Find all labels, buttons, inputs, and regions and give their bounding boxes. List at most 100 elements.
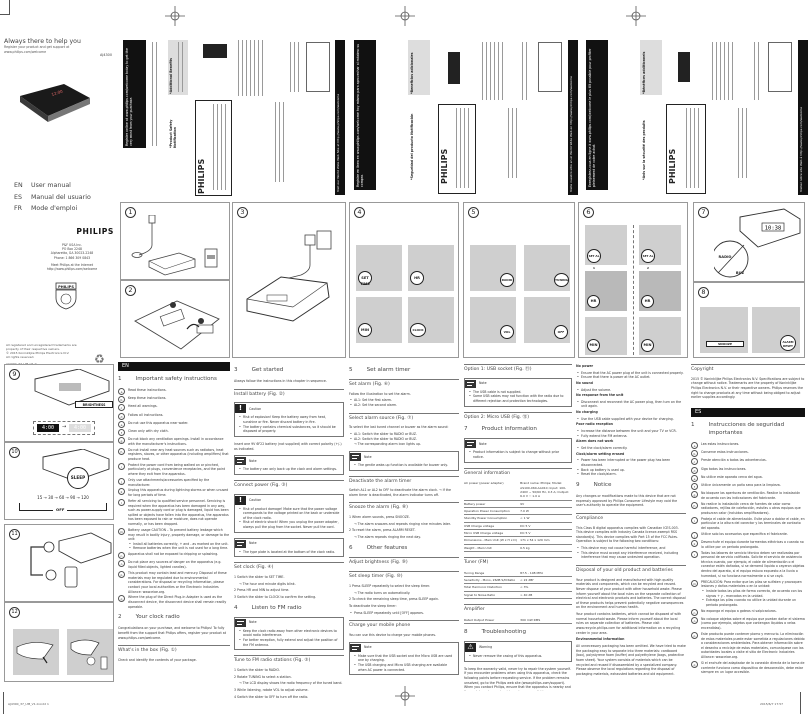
figure-number: 2 — [125, 285, 136, 296]
figure-6: 6 SET AL 1 SET AL 2 HR HR MIN MIN — [578, 202, 688, 358]
usb-charging-illustration — [30, 532, 112, 588]
tuning-knob-label: TUNING — [554, 273, 569, 287]
note-icon — [235, 618, 246, 627]
micro-usb-illustration — [16, 639, 108, 670]
set-time-label: SET TIME — [358, 271, 372, 286]
table-row: Standby Power Consumption< 1 W — [464, 514, 572, 523]
copyright-heading: Copyright — [691, 364, 805, 374]
address-block: P&F USA Inc. PO Box 2248 Alpharetta, GA … — [46, 243, 98, 271]
safety-notification-heading: *Product Safety Notification — [169, 119, 177, 148]
caution-icon: ! — [235, 495, 246, 505]
print-slug-right: 2015/6/7 17:57 — [760, 702, 784, 706]
svg-text:PHILIPS: PHILIPS — [58, 285, 74, 289]
set-alarm-heading: Set alarm (Fig. ⑥) — [349, 379, 459, 389]
cover-page: Always there to help you Register your p… — [4, 38, 114, 366]
whats-in-box-heading: What's in the box (Fig. ①) — [118, 645, 230, 655]
general-info-heading: General information — [464, 467, 572, 478]
buzzer-label: BUZ — [735, 271, 745, 275]
register-url[interactable]: www.philips.com/welcome — [4, 49, 47, 54]
table-row: AC power (power adapter)Brand name: Phil… — [464, 480, 572, 501]
connect-power-heading: Connect power (Fig. ③) — [234, 479, 344, 490]
register-line: Register your product and get support at — [4, 45, 70, 50]
registration-mark-icon — [395, 686, 415, 706]
caution-box: !Caution Risk of product damage! Make su… — [234, 493, 344, 533]
deactivate-alarm-heading: Deactivate the alarm timer — [349, 475, 459, 486]
note-icon — [465, 379, 476, 388]
note-icon — [465, 440, 476, 449]
note-icon — [350, 452, 361, 461]
registration-mark-icon — [165, 6, 185, 26]
display-comparison — [33, 421, 95, 435]
safety-notification-heading: *Seguridad del producto Notificación — [410, 113, 414, 180]
usb-socket-heading: Option 1: USB socket (Fig. ⑪) — [464, 364, 572, 374]
philips-logo-text: PHILIPS — [197, 158, 206, 194]
note-box: Note Keep the clock radio away from othe… — [234, 616, 344, 651]
registration-mark-icon — [395, 6, 415, 26]
figure-number: 11 — [9, 529, 20, 540]
column-product-info: Option 1: USB socket (Fig. ⑪) Note The U… — [464, 362, 572, 693]
figure-7: 7 10:38 RADIO BUZ — [693, 202, 805, 282]
svg-text:10:38: 10:38 — [765, 226, 782, 232]
arrow-icon: → — [62, 424, 67, 430]
brightness-button-label: BRIGHTNESS — [75, 401, 113, 408]
snooze-button-label: SNOOZE — [706, 341, 744, 347]
figure-3: 3 — [232, 202, 346, 358]
figure-5: 5 RADIO TUNING VOL OFF — [463, 202, 575, 358]
tuner-heading: Tuner (FM) — [464, 557, 572, 567]
hr-button-label: HR — [410, 271, 424, 285]
additional-benefits-heading: *Beneficios adicionales — [410, 52, 414, 95]
column-troubleshooting: No power Ensure that the AC power plug o… — [576, 362, 686, 678]
figure-number: 9 — [9, 369, 20, 380]
note-box: Note The gentle wake-up function is avai… — [349, 450, 459, 471]
register-header: Register online at www.philips.com/welco… — [125, 48, 133, 146]
battery-install-illustration — [134, 300, 220, 350]
figure-11: 11 — [4, 524, 114, 602]
philips-shield-icon: PHILIPS — [55, 282, 77, 310]
note-icon — [235, 539, 246, 548]
note-box: Note The USB cable is not supplied.Some … — [464, 377, 572, 407]
note-icon — [235, 457, 246, 466]
off-label: OFF — [53, 507, 68, 512]
legal-text: All registered and unregistered trademar… — [6, 343, 77, 366]
table-row: Dimensions - Main Unit (W x H x D)171 x … — [464, 536, 572, 545]
note-box: Note The battery can only back up the cl… — [234, 455, 344, 475]
philips-logo-text: PHILIPS — [440, 148, 449, 184]
amplifier-heading: Amplifier — [464, 604, 572, 614]
svg-text:12:00: 12:00 — [51, 88, 64, 96]
website-footer-bar: Visit our World Wide Web Site at http://… — [336, 93, 340, 192]
alarm-source-heading: Select alarm source (Fig. ⑦) — [349, 412, 459, 423]
register-header: Enregistrez-vous en ligne à www.philips.… — [588, 48, 596, 187]
figure-number: 1 — [125, 207, 136, 218]
clock-radio-with-adapter-illustration — [131, 215, 218, 276]
sleep-button-label: SLEEP — [67, 467, 89, 489]
note-icon — [350, 643, 361, 652]
philips-logo-text: PHILIPS — [76, 227, 114, 236]
alarm-source-illustration: 10:38 — [714, 208, 801, 278]
philips-logo-text: PHILIPS — [668, 148, 677, 184]
safety-notification-heading: *Avis sur la sécurité des produits — [642, 120, 646, 180]
warning-box: ⚠Warning Never remove the casing of this… — [464, 641, 572, 662]
hr-button-label: HR — [587, 295, 600, 308]
disposal-heading: Disposal of your old product and batteri… — [576, 564, 686, 575]
min-button-label: MIN — [587, 339, 600, 352]
charge-phone-heading: Charge your mobile phone — [349, 620, 459, 630]
registration-mark-icon — [626, 6, 646, 26]
figure-9: 9 BRIGHTNESS 4:00 → 4:00 — [4, 364, 114, 442]
figure-number: 5 — [468, 207, 479, 218]
install-battery-heading: Install battery (Fig. ②) — [234, 388, 344, 399]
print-slug-left: AJ4300_37_UM_V1.0.indd 1 — [8, 702, 49, 706]
